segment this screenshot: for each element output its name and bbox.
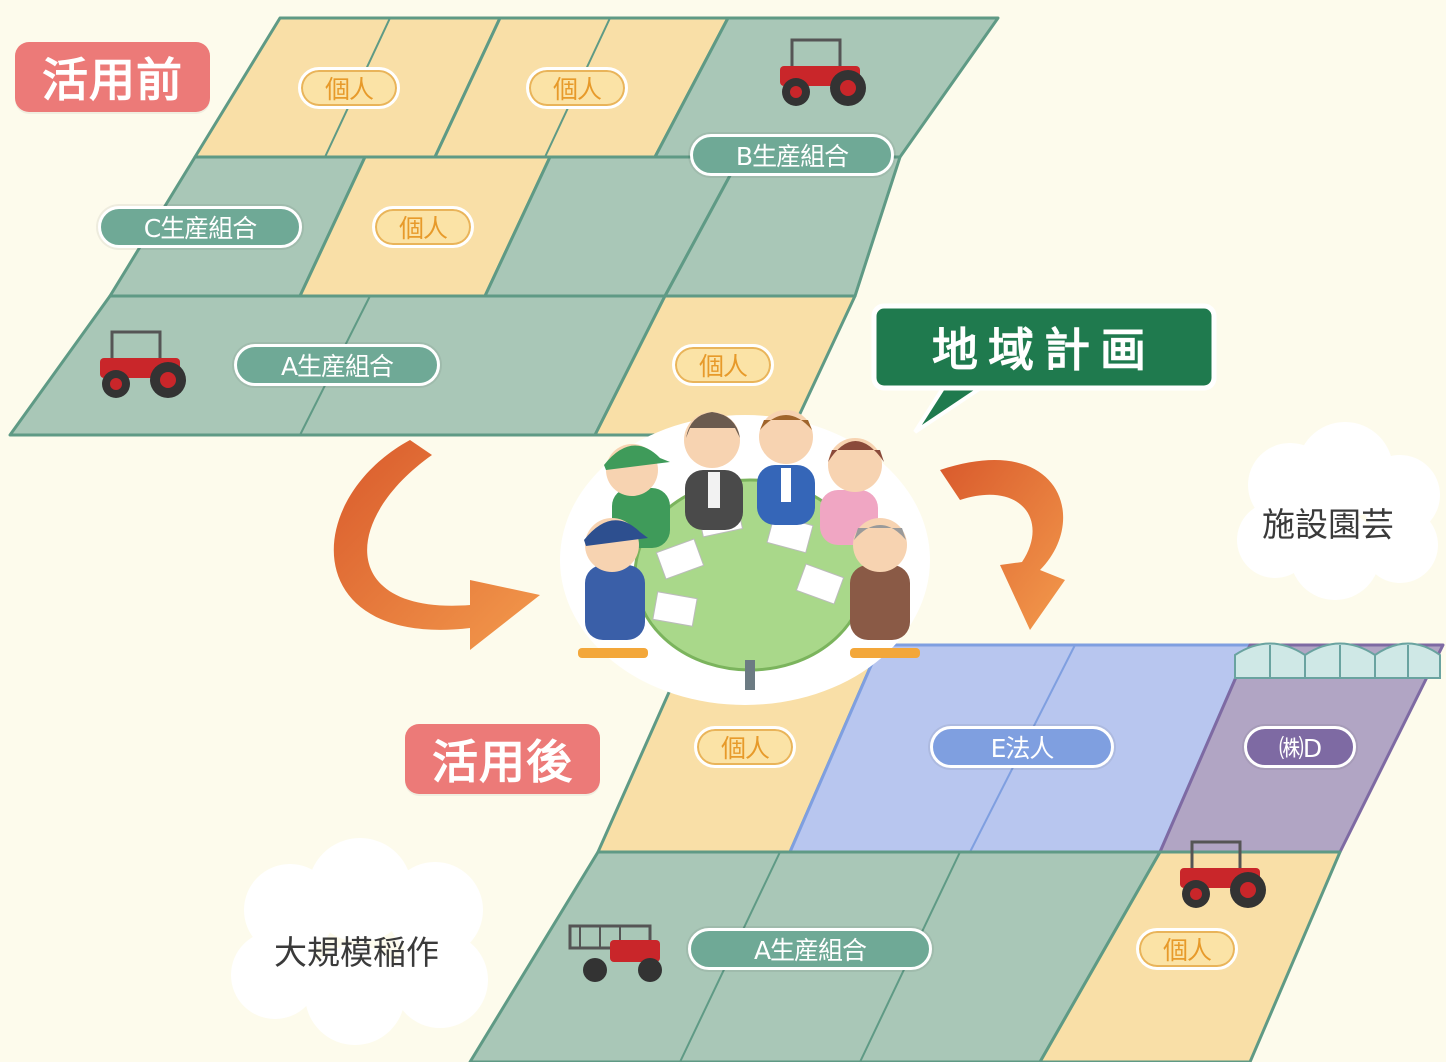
person-blue-cap bbox=[578, 518, 648, 658]
plan-bubble-tail bbox=[913, 383, 992, 434]
person-bald-suit bbox=[684, 412, 743, 530]
left-cycle-arrow bbox=[333, 440, 540, 650]
before-kojin-label-1: 個人 bbox=[298, 67, 400, 109]
before-c-kumiai-label: C生産組合 bbox=[98, 206, 302, 248]
greenhouse-cloud bbox=[1237, 422, 1440, 600]
after-label: 活用後 bbox=[405, 724, 600, 794]
before-label: 活用前 bbox=[15, 42, 210, 112]
before-field bbox=[8, 16, 1000, 437]
plan-label: 地域計画 bbox=[932, 323, 1156, 377]
before-a-kumiai-label: A生産組合 bbox=[234, 344, 440, 386]
before-kojin-label-4: 個人 bbox=[672, 344, 774, 386]
before-b-kumiai-label: B生産組合 bbox=[690, 134, 894, 176]
person-blue-suit bbox=[757, 410, 815, 525]
tractor-icon bbox=[100, 330, 186, 398]
greenhouse-icon bbox=[1234, 642, 1441, 679]
person-grey-hair bbox=[850, 518, 920, 658]
greenhouse-label: 施設園芸 bbox=[1262, 505, 1394, 544]
meeting-illustration bbox=[560, 410, 930, 705]
after-kabu-d-label: ㈱D bbox=[1244, 726, 1356, 768]
tractor-icon bbox=[1180, 840, 1266, 908]
after-kojin-label-2: 個人 bbox=[1136, 928, 1238, 970]
rice-planter-icon bbox=[568, 924, 662, 982]
tractor-icon bbox=[780, 38, 866, 106]
after-e-hojin-label: E法人 bbox=[930, 726, 1114, 768]
right-cycle-arrow bbox=[940, 460, 1065, 630]
after-field bbox=[468, 643, 1445, 1062]
before-kojin-label-3: 個人 bbox=[372, 206, 474, 248]
plan-bubble bbox=[871, 303, 1217, 391]
rice-label: 大規模稲作 bbox=[274, 933, 439, 972]
rice-cloud bbox=[231, 838, 488, 1045]
after-kojin-label-1: 個人 bbox=[694, 726, 796, 768]
after-a-kumiai-label: A生産組合 bbox=[688, 928, 932, 970]
before-kojin-label-2: 個人 bbox=[526, 67, 628, 109]
